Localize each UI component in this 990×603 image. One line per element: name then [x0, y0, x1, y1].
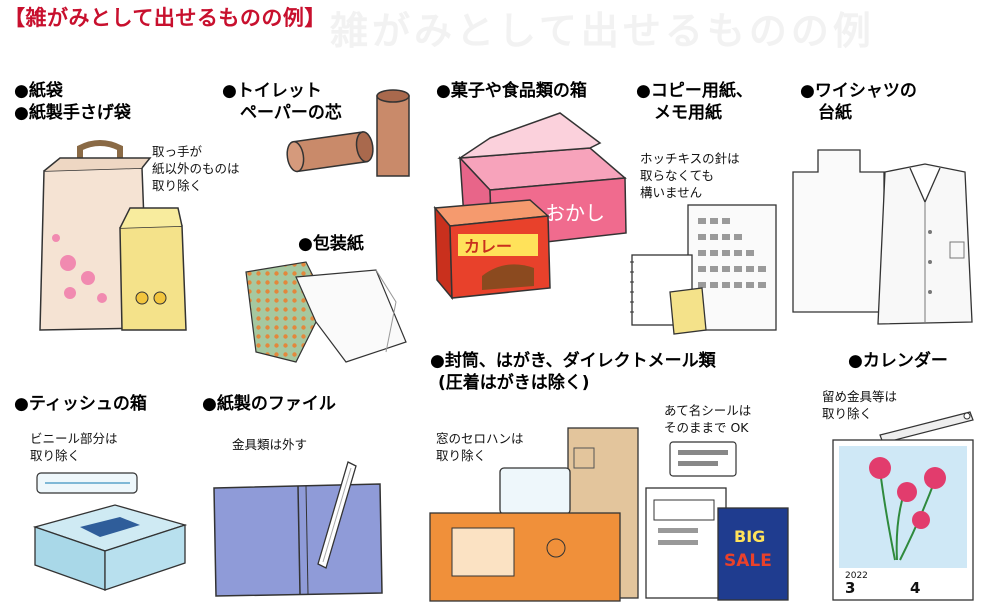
calendar-note-line1: 留め金具等は — [822, 389, 898, 404]
envelope-heading-line1: ●封筒、はがき、ダイレクトメール類 — [430, 351, 716, 371]
copy-paper-heading: ●コピー用紙、 メモ用紙 — [636, 80, 753, 124]
shirt-board-illustration — [792, 149, 973, 325]
calendar-month-march: 3 — [845, 579, 855, 597]
address-seal-note-line1: あて名シールは — [664, 403, 752, 418]
window-cellophane-note-line1: 窓のセロハンは — [436, 431, 524, 446]
address-seal-note-line2: そのままで OK — [664, 420, 749, 435]
tissue-box-note-line1: ビニール部分は — [30, 431, 118, 446]
tissue-box-heading: ●ティッシュの箱 — [14, 394, 147, 414]
snack-box-illustration: おかし カレー — [433, 112, 627, 301]
tissue-box-note-line2: 取り除く — [30, 448, 81, 463]
paper-bag-heading-line1: ●紙袋 — [14, 81, 63, 101]
calendar-month-april: 4 — [910, 579, 920, 597]
big-sale-flyer: BIG SALE — [717, 507, 789, 601]
paper-bag-note-line2: 紙以外のものは — [152, 161, 240, 176]
copy-paper-note: ホッチキスの針は 取らなくても 構いません — [640, 150, 740, 201]
curry-box: カレー — [433, 199, 551, 301]
shirt-board-heading-line1: ●ワイシャツの — [800, 81, 917, 101]
paper-bag-note-line1: 取っ手が — [152, 144, 203, 159]
paper-file-heading: ●紙製のファイル — [202, 394, 336, 414]
wrapping-paper-illustration — [245, 261, 407, 363]
envelopes-illustration: BIG SALE — [429, 427, 789, 602]
paper-bag-note-line3: 取り除く — [152, 178, 203, 193]
small-gift-bag — [119, 207, 187, 331]
toilet-roll-heading-line1: ●トイレット — [222, 81, 322, 101]
postcard — [645, 487, 727, 599]
sale-text: SALE — [724, 551, 772, 571]
calendar-illustration: 2022 3 4 — [832, 411, 974, 601]
calendar-metal-clip — [879, 411, 974, 444]
window-cellophane-note-line2: 取り除く — [436, 448, 487, 463]
background-watermark-text: 雑がみとして出せるものの例 — [330, 9, 875, 53]
envelope-heading: ●封筒、はがき、ダイレクトメール類 (圧着はがきは除く) — [430, 350, 716, 394]
calendar-note-line2: 取り除く — [822, 406, 873, 421]
snack-box-heading: ●菓子や食品類の箱 — [436, 81, 587, 101]
paper-bag-heading-line2: ●紙製手さげ袋 — [14, 103, 131, 123]
copy-paper-note-line3: 構いません — [640, 185, 703, 200]
page-title: 【雑がみとして出せるものの例】 — [4, 6, 326, 30]
okashi-label: おかし — [545, 201, 605, 225]
copy-paper-heading-line2: メモ用紙 — [654, 103, 722, 123]
big-text: BIG — [734, 527, 765, 546]
calendar-note: 留め金具等は 取り除く — [822, 388, 897, 422]
wrapping-paper-heading: ●包装紙 — [298, 234, 364, 254]
paper-bag-note: 取っ手が 紙以外のものは 取り除く — [152, 143, 240, 194]
copy-paper-heading-line1: ●コピー用紙、 — [636, 81, 753, 101]
paper-file-note: 金具類は外す — [232, 437, 308, 452]
tissue-box-note: ビニール部分は 取り除く — [30, 430, 118, 464]
file-metal-fastener — [317, 461, 357, 569]
shirt-board-heading-line2: 台紙 — [818, 103, 852, 123]
toilet-roll-heading-line2: ペーパーの芯 — [240, 103, 342, 123]
address-seal — [669, 441, 737, 477]
calendar-year: 2022 — [845, 571, 868, 581]
address-seal-note: あて名シールは そのままで OK — [664, 402, 751, 436]
paper-file-illustration — [213, 461, 383, 597]
window-cellophane-note: 窓のセロハンは 取り除く — [436, 430, 524, 464]
calendar-heading: ●カレンダー — [848, 351, 948, 371]
paper-bag-heading: ●紙袋 ●紙製手さげ袋 — [14, 80, 131, 124]
envelope-heading-line2: (圧着はがきは除く) — [438, 373, 590, 393]
toilet-roll-heading: ●トイレット ペーパーの芯 — [222, 80, 342, 124]
toilet-roll-cores-illustration — [286, 89, 410, 177]
curry-label: カレー — [464, 237, 512, 256]
tissue-box-illustration — [32, 472, 188, 591]
shirt-board-heading: ●ワイシャツの 台紙 — [800, 80, 917, 124]
copy-paper-note-line1: ホッチキスの針は — [640, 151, 740, 166]
copy-paper-note-line2: 取らなくても — [640, 168, 715, 183]
paper-bag-illustration — [39, 140, 187, 331]
copy-paper-illustration — [630, 204, 777, 335]
orange-envelope — [429, 512, 621, 602]
window-cellophane — [499, 467, 571, 515]
